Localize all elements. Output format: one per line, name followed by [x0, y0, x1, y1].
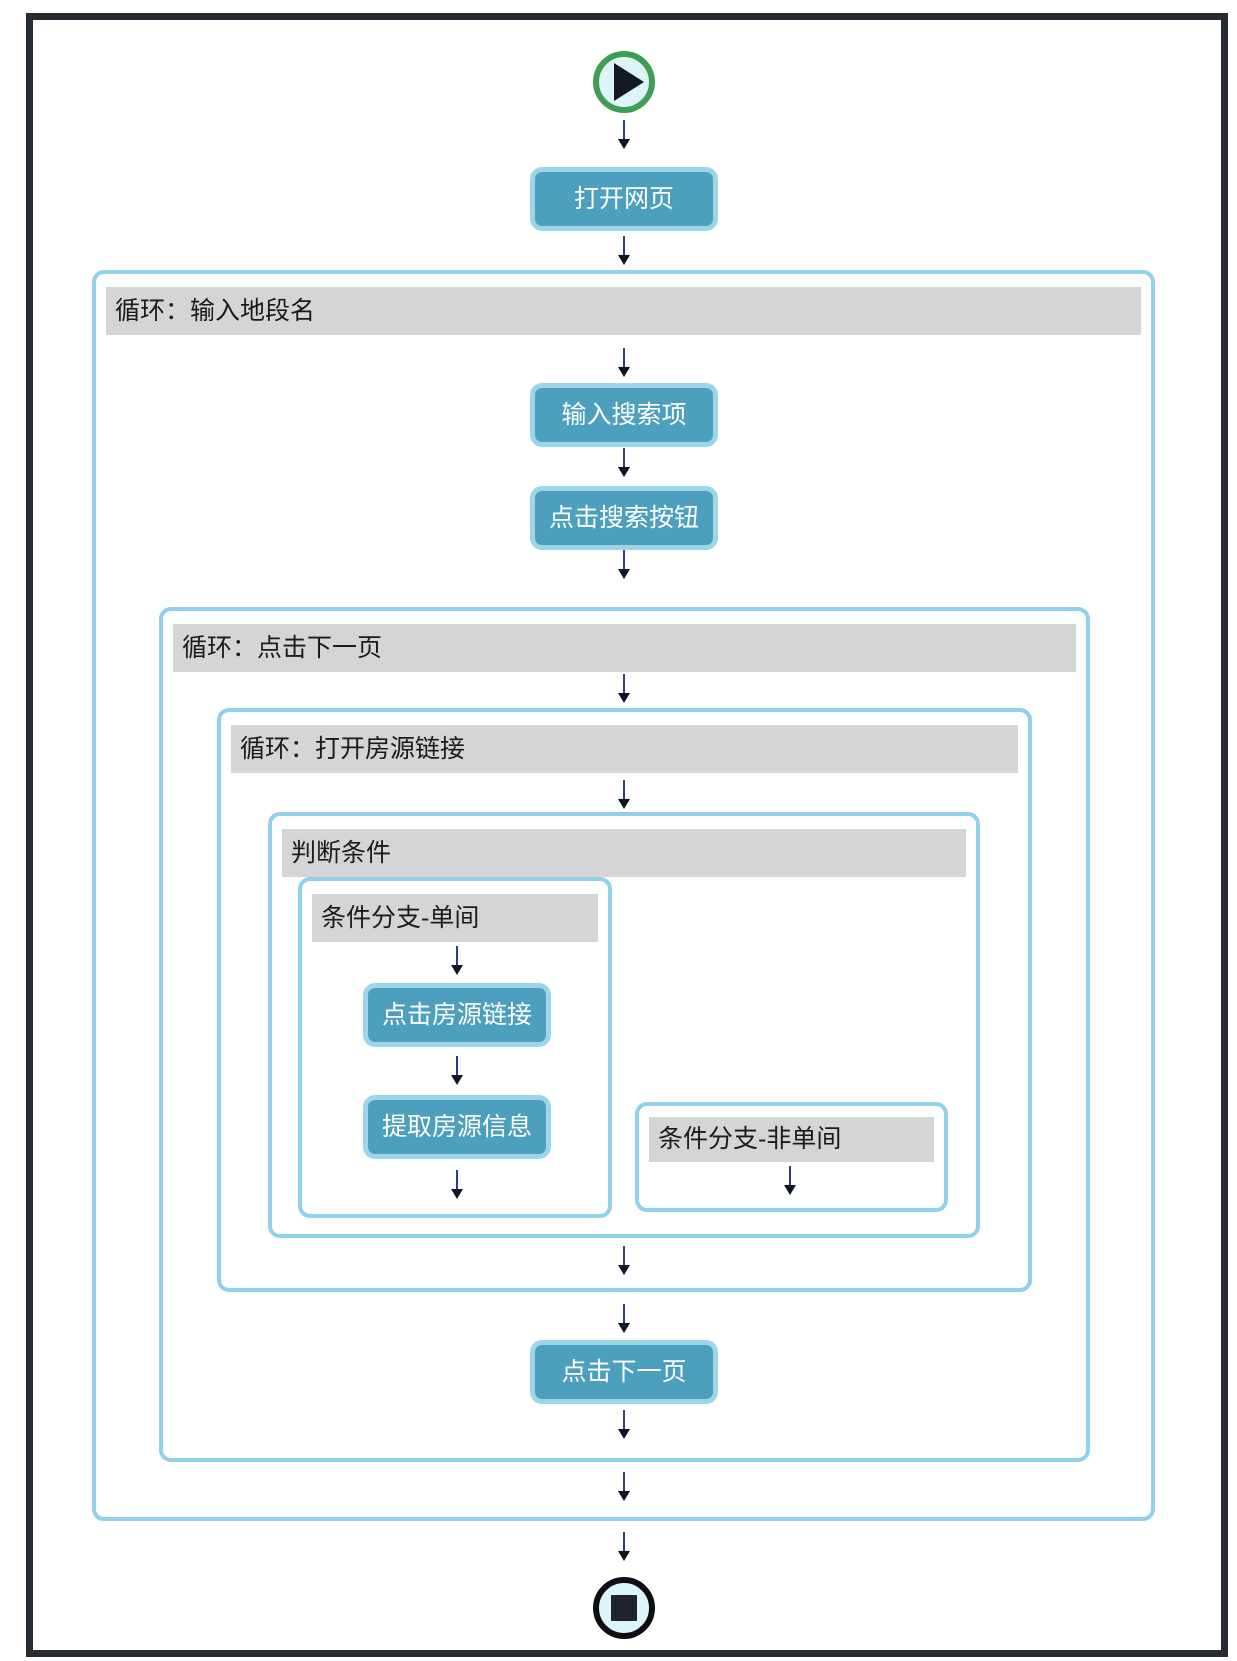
flow-arrow	[451, 1056, 463, 1086]
branch-header-not-single-room[interactable]: 条件分支-非单间	[649, 1117, 934, 1162]
node-open-page[interactable]: 打开网页	[530, 167, 718, 231]
loop-header-next-page[interactable]: 循环：点击下一页	[173, 624, 1076, 672]
flow-arrow	[618, 550, 630, 580]
branch-header-single-room[interactable]: 条件分支-单间	[312, 894, 598, 942]
flow-arrow	[618, 1532, 630, 1562]
stop-icon[interactable]	[593, 1577, 655, 1639]
flow-arrow	[618, 1304, 630, 1334]
flow-arrow	[618, 348, 630, 378]
branch-container-single-room: 条件分支-单间	[298, 877, 612, 1218]
flow-arrow	[618, 780, 630, 810]
flow-arrow	[618, 1410, 630, 1440]
node-click-search[interactable]: 点击搜索按钮	[529, 486, 719, 550]
play-triangle-icon	[614, 63, 644, 101]
start-icon[interactable]	[593, 51, 655, 113]
flow-arrow	[618, 236, 630, 266]
flow-arrow	[451, 946, 463, 976]
condition-header[interactable]: 判断条件	[282, 829, 966, 877]
node-click-next[interactable]: 点击下一页	[530, 1340, 718, 1404]
flow-arrow	[618, 1472, 630, 1502]
stop-square-icon	[611, 1595, 637, 1621]
node-click-listing[interactable]: 点击房源链接	[362, 983, 552, 1047]
node-extract-info[interactable]: 提取房源信息	[362, 1095, 552, 1159]
outer-frame	[26, 13, 1228, 1657]
loop-header-district[interactable]: 循环：输入地段名	[106, 287, 1141, 335]
flow-arrow	[618, 674, 630, 704]
loop-header-open-listing[interactable]: 循环：打开房源链接	[231, 725, 1018, 773]
node-input-search[interactable]: 输入搜索项	[530, 383, 718, 447]
flow-arrow	[784, 1166, 796, 1196]
flow-arrow	[618, 120, 630, 150]
flow-arrow	[451, 1170, 463, 1200]
flow-arrow	[618, 1246, 630, 1276]
flow-arrow	[618, 448, 630, 478]
